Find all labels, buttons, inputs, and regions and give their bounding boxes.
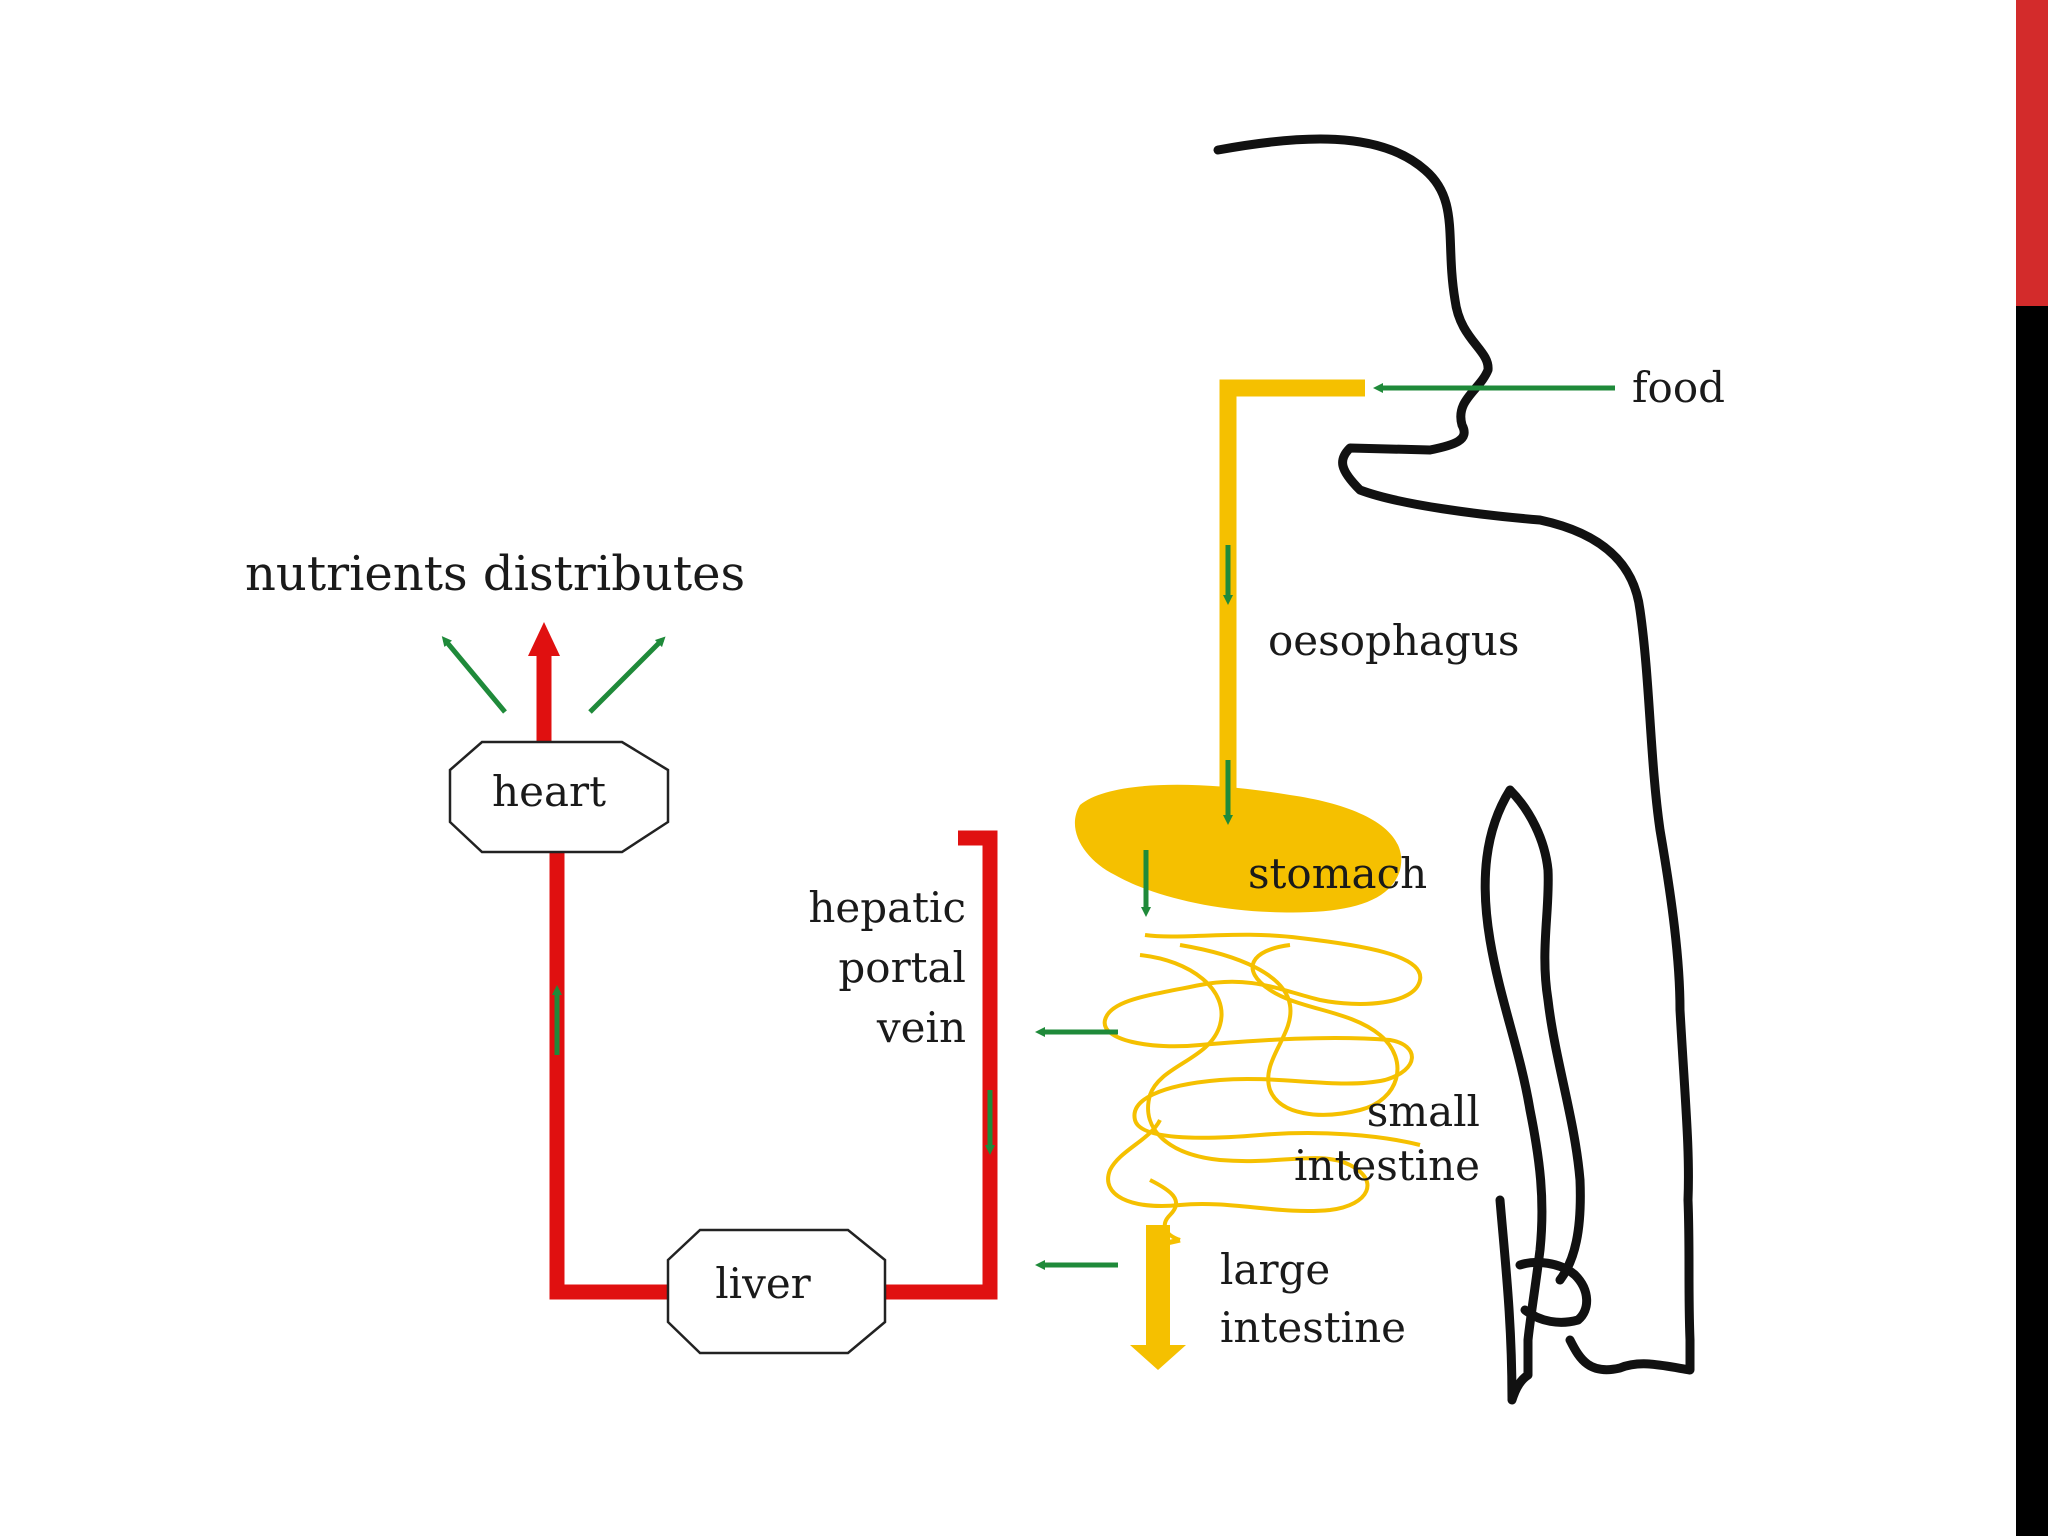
food-label: food [1632,363,1725,412]
nutrient-out-right-arrow [590,640,662,712]
liver-label: liver [715,1259,811,1308]
oesophagus-label: oesophagus [1268,616,1519,665]
large-intestine-tube-body [1146,1225,1170,1350]
heart-label: heart [492,767,606,816]
large-intestine-arrow-icon [1130,1345,1186,1370]
hepatic-portal-vein-label-line3: vein [876,1003,966,1052]
hepatic-portal-vein-label-line1: hepatic [808,883,966,932]
nutrient-out-left-arrow [445,640,505,712]
large-intestine-label-line1: large [1220,1245,1330,1294]
small-intestine-label-line2: intestine [1294,1141,1480,1190]
diagram-title: nutrients distributes [245,546,745,602]
liver-to-heart-vessel [557,852,668,1292]
stomach-label: stomach [1248,849,1427,898]
hepatic-portal-vein-label-line2: portal [838,943,966,992]
slide-accent-bar-red [2016,0,2048,306]
large-intestine-label-line2: intestine [1220,1303,1406,1352]
small-intestine-label-line1: small [1367,1087,1480,1136]
red-arrow-icon [528,622,560,656]
arm-outline [1485,790,1580,1400]
slide-accent-bar-black [2016,306,2048,1536]
